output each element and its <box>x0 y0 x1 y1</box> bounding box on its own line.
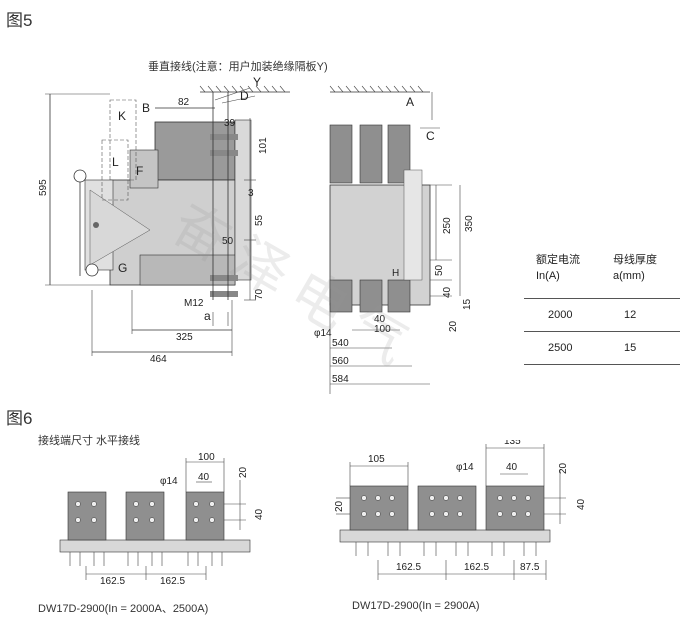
figure-6-right-caption: DW17D-2900(In = 2900A) <box>352 600 480 612</box>
label-L: L <box>112 155 119 169</box>
cell-thickness: 12 <box>624 309 637 321</box>
dim-phi14-right: φ14 <box>456 462 474 473</box>
dim-87-5-right: 87.5 <box>520 562 540 573</box>
figure-5-title: 垂直接线(注意：用户加装绝缘隔板Y) <box>148 61 328 73</box>
cell-current: 2500 <box>548 342 573 354</box>
dim-20-right-left: 20 <box>334 500 345 512</box>
dim-55: 55 <box>254 214 265 226</box>
dim-560: 560 <box>332 356 349 367</box>
dim-162-5-right-a: 162.5 <box>396 562 421 573</box>
figure-6-left-drawing: 100 φ14 40 20 40 162.5 162.5 <box>59 452 265 587</box>
dim-350: 350 <box>464 215 475 232</box>
figure-6-right-drawing: 105 135 φ14 40 20 40 20 162.5 162.5 87.5 <box>334 440 587 580</box>
dim-20: 20 <box>448 320 459 332</box>
header-rated-current: 额定电流In(A) <box>536 254 580 282</box>
dim-100-front: 100 <box>374 324 391 335</box>
dim-40-left-h: 40 <box>198 472 210 483</box>
label-F: F <box>136 164 143 178</box>
label-B: B <box>142 101 150 115</box>
dim-20-left: 20 <box>238 466 249 478</box>
figure-6-title: 接线端尺寸 水平接线 <box>38 435 141 447</box>
spec-table-header: 额定电流In(A) 母线厚度a(mm) <box>524 238 680 299</box>
dim-70: 70 <box>254 288 265 300</box>
dim-50: 50 <box>222 236 234 247</box>
dim-40-right-h: 40 <box>506 462 518 473</box>
dim-135-right: 135 <box>504 440 521 447</box>
dim-162-5-left-a: 162.5 <box>100 576 125 587</box>
dim-325: 325 <box>176 332 193 343</box>
label-Y: Y <box>253 75 261 89</box>
dim-540: 540 <box>332 338 349 349</box>
table-row: 2500 15 <box>524 332 680 365</box>
dim-595: 595 <box>38 179 49 196</box>
header-busbar-thickness: 母线厚度a(mm) <box>613 254 657 282</box>
dim-584: 584 <box>332 374 349 385</box>
dim-464: 464 <box>150 354 167 365</box>
figure-5-drawing: B K L F G D Y A C a M12 H 595 82 39 101 … <box>38 75 475 394</box>
label-K: K <box>118 109 126 123</box>
label-C: C <box>426 129 435 143</box>
dim-40-front-v: 40 <box>442 286 453 298</box>
cell-thickness: 15 <box>624 342 637 354</box>
label-M12: M12 <box>184 298 204 309</box>
label-H: H <box>392 268 399 279</box>
dim-phi14-front: φ14 <box>314 328 332 339</box>
dim-3: 3 <box>248 188 254 199</box>
dim-15: 15 <box>462 298 473 310</box>
dim-40-right-v: 40 <box>576 498 587 510</box>
dim-100-left: 100 <box>198 452 215 463</box>
front-view <box>329 85 461 394</box>
spec-table: 额定电流In(A) 母线厚度a(mm) 2000 12 2500 15 <box>524 238 680 365</box>
dim-phi14-left: φ14 <box>160 476 178 487</box>
label-D: D <box>240 89 249 103</box>
dim-40-front-h: 40 <box>374 314 386 325</box>
dim-162-5-right-b: 162.5 <box>464 562 489 573</box>
dim-50-front: 50 <box>434 264 445 276</box>
dim-82: 82 <box>178 97 190 108</box>
cell-current: 2000 <box>548 309 573 321</box>
dim-101: 101 <box>258 137 269 154</box>
dim-40-left-v: 40 <box>254 508 265 520</box>
label-A: A <box>406 95 414 109</box>
table-row: 2000 12 <box>524 299 680 332</box>
dim-20-right: 20 <box>558 462 569 474</box>
figure-5-label: 图5 <box>6 11 33 30</box>
dim-39: 39 <box>224 118 236 129</box>
figure-6-label: 图6 <box>6 409 33 428</box>
dim-162-5-left-b: 162.5 <box>160 576 185 587</box>
label-G: G <box>118 261 127 275</box>
dim-105-right: 105 <box>368 454 385 465</box>
figure-6-left-caption: DW17D-2900(In = 2000A、2500A) <box>38 603 209 615</box>
label-a: a <box>204 309 211 323</box>
dim-250: 250 <box>442 217 453 234</box>
side-view <box>45 85 290 356</box>
